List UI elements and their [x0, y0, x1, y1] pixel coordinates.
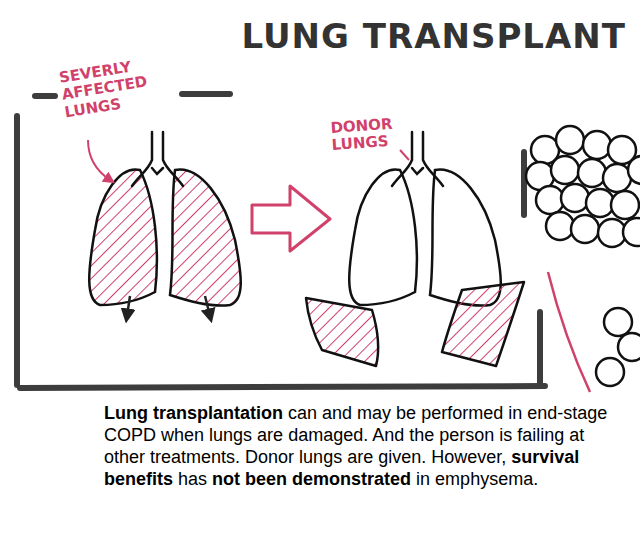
alveolus	[603, 164, 631, 192]
alveolus	[586, 189, 614, 217]
title: LUNG TRANSPLANT	[242, 16, 626, 56]
alveolus	[556, 126, 584, 154]
alveolus	[583, 131, 611, 159]
alveolus	[623, 218, 640, 246]
handwritten-label: DONOR LUNGS	[330, 115, 402, 154]
alveolus	[536, 186, 564, 214]
frame-line	[17, 94, 545, 388]
alveolus	[561, 184, 589, 212]
alveolus	[604, 308, 632, 336]
alveolus	[546, 212, 574, 240]
vessel-line	[548, 272, 590, 392]
diseased-lungs	[88, 132, 241, 316]
handwritten-label: SEVERLY AFFECTED LUNGS	[58, 54, 165, 121]
donor-lungs	[349, 132, 501, 306]
alveolus	[628, 156, 640, 184]
alveoli-cluster	[526, 126, 640, 386]
removed-lung-pieces	[306, 282, 524, 366]
alveolus	[578, 159, 606, 187]
alveolus	[618, 333, 640, 361]
alveolus	[571, 215, 599, 243]
leader-line	[400, 150, 409, 160]
caption: Lung transplantation can and may be perf…	[104, 403, 630, 491]
alveolus	[596, 358, 624, 386]
transfer-arrow	[252, 186, 330, 251]
alveolus	[551, 156, 579, 184]
alveolus	[611, 191, 639, 219]
